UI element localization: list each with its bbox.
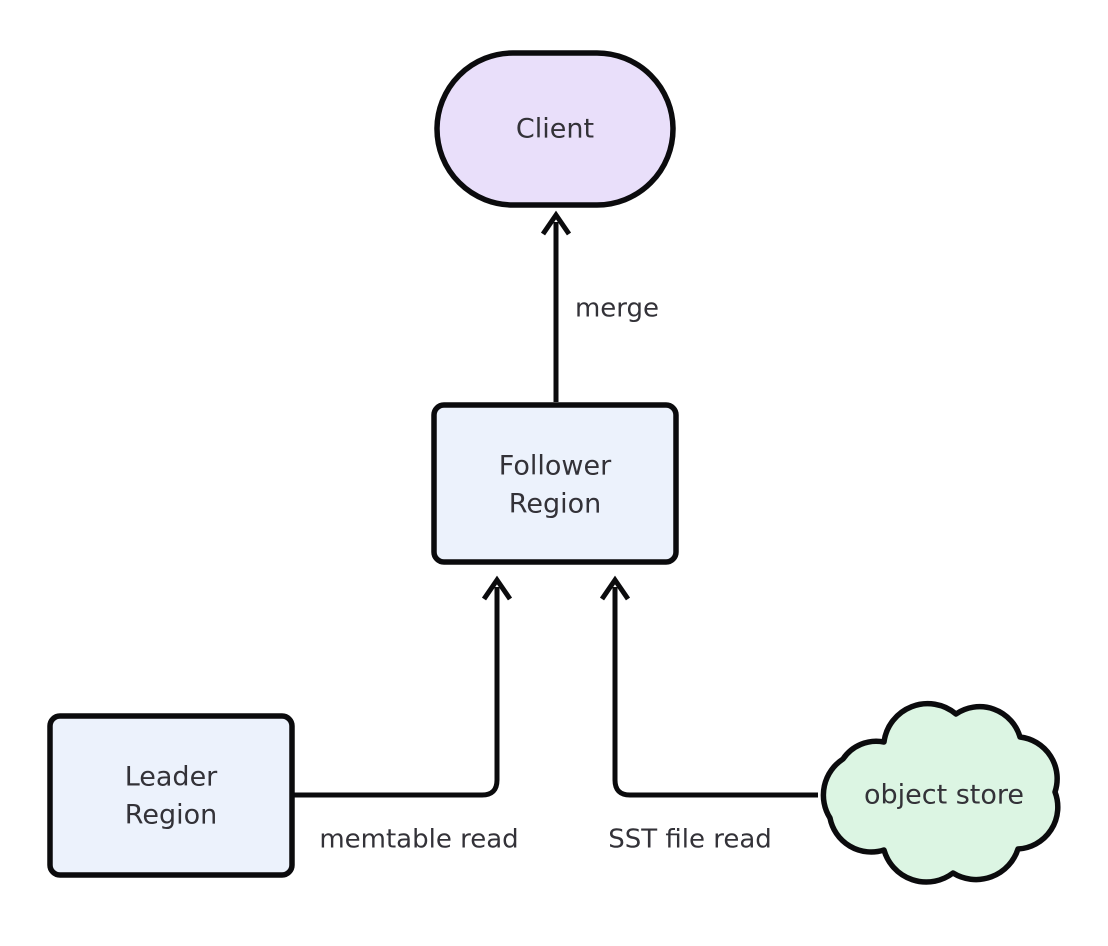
- leader-region-label-line2: Region: [125, 800, 217, 831]
- arrowhead-memtable-read: [481, 575, 513, 601]
- client-node-shape[interactable]: [434, 50, 676, 208]
- object-store-node-label: object store: [864, 780, 1024, 811]
- arrowhead-sst-file-read: [599, 575, 631, 601]
- leader-region-label-line1: Leader: [125, 762, 218, 793]
- edge-label-sst-file-read: SST file read: [608, 825, 772, 855]
- edge-label-merge: merge: [575, 294, 659, 324]
- edge-label-memtable-read: memtable read: [319, 825, 518, 855]
- follower-region-label-line2: Region: [509, 489, 601, 520]
- edge-line-sst-file-read: [612, 587, 818, 798]
- object-store-node-shape[interactable]: [820, 700, 1061, 885]
- node-follower-region[interactable]: Follower Region: [431, 402, 679, 565]
- node-object-store[interactable]: object store: [820, 700, 1061, 885]
- edge-leader-to-follower: [292, 575, 513, 798]
- follower-region-label-line1: Follower: [499, 451, 612, 482]
- edge-objectstore-to-follower: [599, 575, 818, 798]
- leader-region-node-shape[interactable]: [47, 713, 295, 878]
- node-client[interactable]: Client: [434, 50, 676, 208]
- edge-line-memtable-read: [292, 587, 500, 798]
- follower-region-node-shape[interactable]: [431, 402, 679, 565]
- node-leader-region[interactable]: Leader Region: [47, 713, 295, 878]
- edge-follower-to-client: [540, 210, 572, 402]
- arrowhead-merge: [540, 210, 572, 236]
- client-node-label: Client: [516, 114, 594, 145]
